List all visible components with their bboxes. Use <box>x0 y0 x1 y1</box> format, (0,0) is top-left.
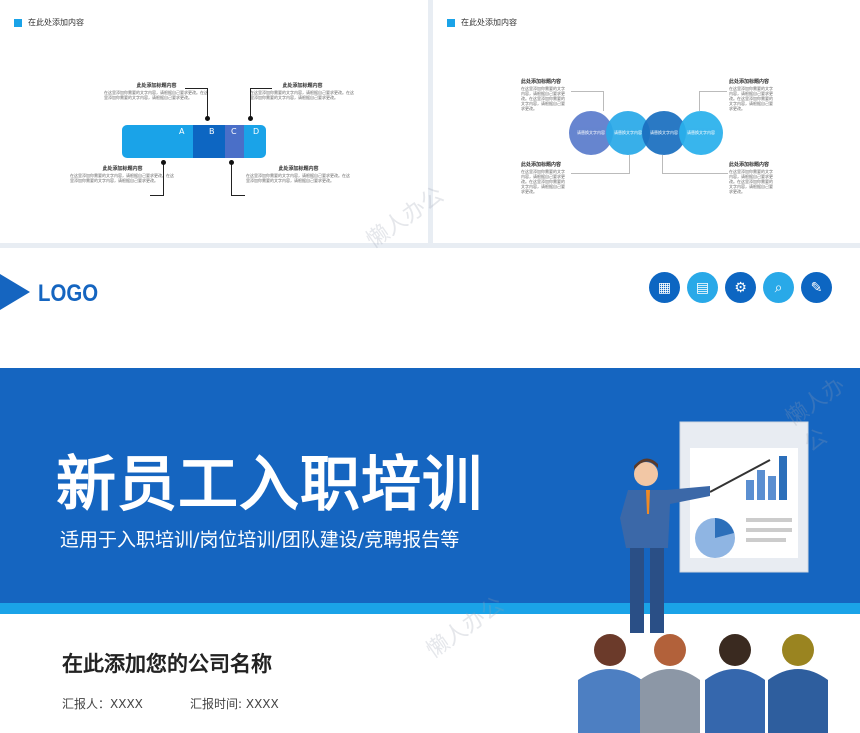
gear-person-icon[interactable]: ⚙ <box>725 272 756 303</box>
slide-thumbnail-2[interactable]: 在此处添加内容 请替换文字内容 请替换文字内容 请替换文字内容 请替换文字内容 … <box>433 0 860 243</box>
board-chart-icon[interactable]: ▤ <box>687 272 718 303</box>
trainer-illustration <box>578 421 828 733</box>
square-bullet-icon <box>14 18 22 27</box>
text-block: 此处添加标题内容在这里添加你需要的文字内容，请根据自己要求更改。在这里添加你需要… <box>246 166 350 184</box>
segment-c: C <box>225 125 245 158</box>
logo: LOGO <box>38 280 99 307</box>
cover-slide[interactable]: LOGO ▦ ▤ ⚙ ⌕ ✎ 新员工入职培训 适用于入职培训/岗位培训/团队建设… <box>0 248 860 733</box>
report-time-label: 汇报时间: XXXX <box>190 697 279 711</box>
square-bullet-icon <box>447 18 455 27</box>
text-block: 此处添加标题内容在这里添加你需要的文字内容，请根据自己要求更改。在这里添加你需要… <box>70 166 174 184</box>
company-name: 在此添加您的公司名称 <box>62 652 272 676</box>
text-block: 此处添加标题内容在这里添加你需要的文字内容，请根据自己要求更改。在这里添加你需要… <box>729 162 773 195</box>
circle-item: 请替换文字内容 <box>569 111 613 155</box>
text-block: 此处添加标题内容在这里添加你需要的文字内容，请根据自己要求更改。在这里添加你需要… <box>104 83 208 101</box>
slide-header: 在此处添加内容 <box>14 17 84 28</box>
subtitle: 适用于入职培训/岗位培训/团队建设/竞聘报告等 <box>60 529 460 551</box>
segment-b: B <box>193 125 228 158</box>
slide-header: 在此处添加内容 <box>447 17 517 28</box>
main-title: 新员工入职培训 <box>56 450 483 520</box>
circle-item: 请替换文字内容 <box>642 111 686 155</box>
text-block: 此处添加标题内容在这里添加你需要的文字内容，请根据自己要求更改。在这里添加你需要… <box>521 162 565 195</box>
search-chart-icon[interactable]: ⌕ <box>763 272 794 303</box>
edit-document-icon[interactable]: ✎ <box>801 272 832 303</box>
text-block: 此处添加标题内容在这里添加你需要的文字内容，请根据自己要求更改。在这里添加你需要… <box>521 79 565 112</box>
segment-d: D <box>244 125 266 158</box>
text-block: 此处添加标题内容在这里添加你需要的文字内容，请根据自己要求更改。在这里添加你需要… <box>729 79 773 112</box>
text-block: 此处添加标题内容在这里添加你需要的文字内容，请根据自己要求更改。在这里添加你需要… <box>250 83 354 101</box>
circle-item: 请替换文字内容 <box>679 111 723 155</box>
presentation-chart-icon[interactable]: ▦ <box>649 272 680 303</box>
accent-stripe <box>0 603 860 614</box>
slide-thumbnail-1[interactable]: 在此处添加内容 A B C D 此处添加标题内容在这里添加你需要的文字内容，请根… <box>0 0 428 243</box>
logo-triangle-icon <box>0 274 30 310</box>
reporter-label: 汇报人：XXXX <box>62 697 143 711</box>
